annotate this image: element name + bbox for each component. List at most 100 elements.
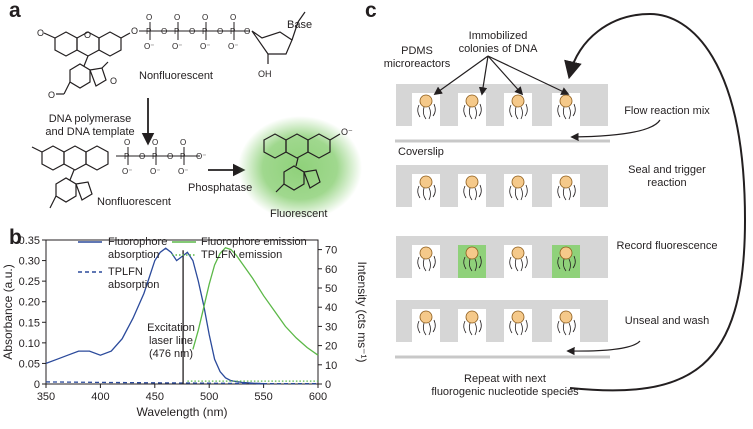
y-tick-label: 0.25	[19, 276, 40, 288]
svg-text:O⁻: O⁻	[200, 42, 210, 51]
y-tick-label: 0.35	[19, 235, 40, 247]
x-tick-label: 500	[200, 391, 218, 403]
triphosphate-chain	[116, 147, 200, 165]
dna-strands	[463, 103, 482, 120]
step-2-line1: Seal and trigger	[628, 164, 706, 176]
dna-colony-bead	[559, 94, 573, 108]
svg-text:O: O	[37, 28, 44, 38]
step-2-line2: reaction	[647, 177, 687, 189]
svg-text:P: P	[124, 152, 129, 161]
step-3-line1: Record fluorescence	[616, 240, 718, 252]
pdms-label-line2: microreactors	[383, 58, 451, 70]
y-tick-label: 0.05	[19, 358, 40, 370]
legend-tplfn-absorption-line2: absorption	[108, 279, 160, 291]
repeat-label-line1: Repeat with next	[464, 373, 546, 385]
svg-text:O: O	[180, 138, 186, 147]
dna-colony-bead	[465, 246, 479, 260]
svg-text:O⁻: O⁻	[150, 167, 160, 176]
coverslip-label: Coverslip	[398, 146, 444, 158]
svg-text:O: O	[152, 138, 158, 147]
step-unseal-wash: Unseal and wash	[612, 315, 722, 328]
dna-strands	[509, 184, 528, 201]
dna-colony-bead	[559, 246, 573, 260]
x-tick-label: 450	[146, 391, 164, 403]
panel-a-letter: a	[9, 0, 21, 22]
legend-tplfn-absorption-line1: TPLFN	[108, 266, 143, 278]
excitation-label: Excitation laser line (476 nm)	[138, 322, 204, 361]
dna-strands	[417, 103, 436, 120]
microreactor-workflow	[395, 12, 747, 392]
reactor-row-4	[396, 300, 608, 342]
svg-text:O⁻: O⁻	[178, 167, 188, 176]
svg-text:O: O	[161, 27, 167, 36]
dna-colony-bead	[419, 246, 433, 260]
top-fluorophore-structure	[43, 31, 131, 95]
dna-strands	[417, 255, 436, 272]
svg-text:O: O	[189, 27, 195, 36]
repeat-label: Repeat with next fluorogenic nucleotide …	[410, 373, 600, 399]
dna-colony-bead	[465, 175, 479, 189]
legend-fluorophore-absorption-line1: Fluorophore	[108, 236, 168, 248]
fluorescent-product-structure	[263, 133, 341, 193]
svg-text:O: O	[131, 26, 138, 36]
y-tick-label: 0.15	[19, 317, 40, 329]
dna-colony-bead	[419, 310, 433, 324]
legend-fluorophore-emission: Fluorophore emission	[201, 236, 307, 248]
y2-tick-label: 60	[325, 264, 337, 276]
dna-strands	[417, 184, 436, 201]
immobilized-label: Immobilized colonies of DNA	[448, 30, 548, 56]
dna-strands	[557, 319, 576, 336]
y2-tick-label: 30	[325, 321, 337, 333]
svg-text:O: O	[230, 13, 236, 22]
dna-colony-bead	[511, 246, 525, 260]
dna-colony-bead	[465, 94, 479, 108]
dna-strands	[463, 184, 482, 201]
dna-colony-bead	[419, 94, 433, 108]
svg-text:P: P	[202, 27, 207, 36]
nonfluorescent-label-top: Nonfluorescent	[139, 70, 213, 82]
excitation-label-line2: laser line	[148, 335, 194, 347]
svg-text:O: O	[244, 27, 250, 36]
svg-text:O: O	[48, 90, 55, 100]
y2-tick-label: 20	[325, 341, 337, 353]
polymerase-label-line2: and DNA template	[45, 126, 135, 138]
y-tick-label: 0.20	[19, 297, 40, 309]
svg-text:O: O	[217, 27, 223, 36]
y2-tick-label: 40	[325, 302, 337, 314]
svg-text:O: O	[124, 138, 130, 147]
immobilized-label-line2: colonies of DNA	[458, 43, 538, 55]
flow-arrow-1	[570, 119, 661, 142]
pdms-label-line1: PDMS	[401, 45, 433, 57]
immobilized-label-line1: Immobilized	[468, 30, 528, 42]
dna-colony-bead	[559, 310, 573, 324]
dna-colony-bead	[465, 310, 479, 324]
svg-text:O⁻: O⁻	[144, 42, 154, 51]
x-tick-label: 600	[309, 391, 327, 403]
excitation-label-line1: Excitation	[147, 322, 195, 334]
svg-text:O⁻: O⁻	[122, 167, 132, 176]
base-label: Base	[287, 19, 313, 31]
dna-colony-bead	[419, 175, 433, 189]
excitation-label-line3: (476 nm)	[148, 348, 194, 360]
reactor-row-2	[396, 165, 608, 207]
fluorescent-glow	[238, 116, 362, 220]
colony-pointer-arrows	[433, 55, 570, 96]
y-tick-label: 0.10	[19, 338, 40, 350]
dna-strands	[509, 255, 528, 272]
y-axis-label: Absorbance (a.u.)	[1, 264, 15, 359]
y2-tick-label: 70	[325, 245, 337, 257]
dna-strands	[509, 103, 528, 120]
y2-axis-label: Intensity (cts ms⁻¹)	[355, 261, 369, 362]
svg-text:O: O	[146, 13, 152, 22]
plot-frame	[45, 239, 319, 385]
dna-strands	[463, 255, 482, 272]
svg-text:P: P	[180, 152, 185, 161]
deoxyribose-sugar	[251, 11, 306, 64]
reactor-row-1	[396, 84, 608, 126]
phosphate-chain	[139, 22, 250, 40]
polymerase-label-line1: DNA polymerase	[48, 113, 132, 125]
step-record-fluorescence: Record fluorescence	[608, 240, 726, 253]
legend-fluorophore-absorption-line2: absorption	[108, 249, 160, 261]
flow-arrow-2	[566, 340, 641, 356]
